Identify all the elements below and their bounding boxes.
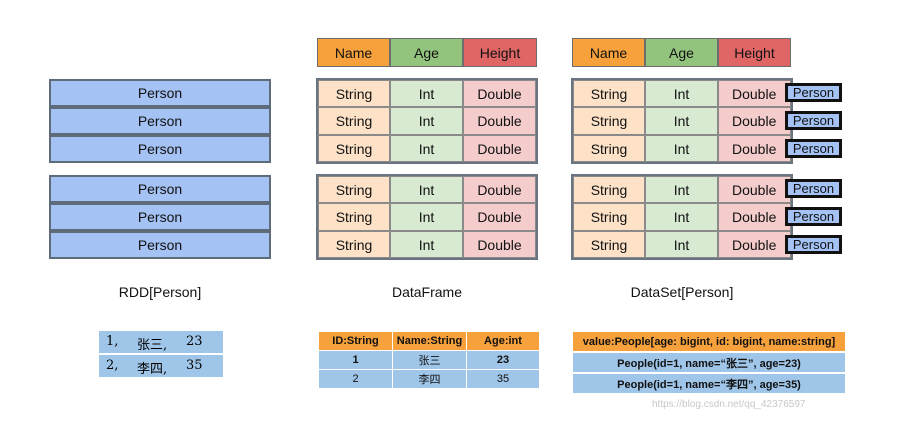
cell-double: Double bbox=[718, 231, 791, 258]
cell-string: String bbox=[573, 107, 645, 135]
table-cell: 1 bbox=[319, 351, 392, 369]
cell-int: Int bbox=[645, 203, 718, 231]
rdd-row-person: Person bbox=[49, 231, 271, 259]
table-cell: 李四 bbox=[393, 370, 466, 388]
cell-double: Double bbox=[463, 135, 536, 162]
person-tag: Person bbox=[785, 235, 842, 254]
table-cell: 2 bbox=[319, 370, 392, 388]
rdd-sample-age: 23 bbox=[186, 334, 203, 349]
rdd-sample-name: 张三, bbox=[137, 338, 168, 353]
rdd-row-person: Person bbox=[49, 175, 271, 203]
cell-string: String bbox=[573, 135, 645, 162]
cell-string: String bbox=[318, 107, 390, 135]
cell-string: String bbox=[573, 176, 645, 203]
cell-string: String bbox=[318, 176, 390, 203]
header-name: Name bbox=[317, 38, 390, 67]
rdd-sample-num: 1, bbox=[106, 334, 119, 349]
rdd-sample-age: 35 bbox=[186, 358, 203, 373]
cell-int: Int bbox=[390, 135, 463, 162]
person-tag: Person bbox=[785, 83, 842, 102]
cell-string: String bbox=[318, 231, 390, 258]
table-row: People(id=1, name=“张三”, age=23) bbox=[573, 353, 845, 372]
header-height: Height bbox=[463, 38, 537, 67]
cell-double: Double bbox=[463, 107, 536, 135]
table-cell: 35 bbox=[467, 370, 539, 388]
cell-int: Int bbox=[390, 203, 463, 231]
dataframe-group-2 bbox=[316, 174, 538, 260]
table-header: value:People[age: bigint, id: bigint, na… bbox=[573, 332, 845, 351]
cell-int: Int bbox=[645, 135, 718, 162]
header-height: Height bbox=[718, 38, 791, 67]
dataframe-caption: DataFrame bbox=[391, 284, 463, 300]
cell-string: String bbox=[573, 203, 645, 231]
cell-double: Double bbox=[718, 107, 791, 135]
rdd-row-person: Person bbox=[49, 135, 271, 163]
cell-int: Int bbox=[390, 176, 463, 203]
rdd-row-person: Person bbox=[49, 203, 271, 231]
table-header: Age:int bbox=[467, 332, 539, 350]
cell-int: Int bbox=[645, 176, 718, 203]
table-header: Name:String bbox=[393, 332, 466, 350]
person-tag: Person bbox=[785, 111, 842, 130]
rdd-sample-num: 2, bbox=[106, 358, 119, 373]
cell-double: Double bbox=[718, 203, 791, 231]
cell-double: Double bbox=[718, 80, 791, 107]
cell-int: Int bbox=[390, 80, 463, 107]
cell-string: String bbox=[573, 80, 645, 107]
cell-int: Int bbox=[645, 231, 718, 258]
cell-double: Double bbox=[463, 231, 536, 258]
header-age: Age bbox=[390, 38, 463, 67]
person-tag: Person bbox=[785, 179, 842, 198]
cell-int: Int bbox=[390, 107, 463, 135]
cell-string: String bbox=[573, 231, 645, 258]
table-cell: 23 bbox=[467, 351, 539, 369]
header-name: Name bbox=[572, 38, 645, 67]
table-row: People(id=1, name=“李四”, age=35) bbox=[573, 374, 845, 393]
cell-int: Int bbox=[645, 107, 718, 135]
cell-string: String bbox=[318, 203, 390, 231]
person-tag: Person bbox=[785, 207, 842, 226]
watermark: https://blog.csdn.net/qq_42376597 bbox=[652, 399, 806, 410]
cell-double: Double bbox=[463, 203, 536, 231]
cell-string: String bbox=[318, 135, 390, 162]
rdd-sample-name: 李四, bbox=[137, 362, 168, 377]
cell-double: Double bbox=[463, 80, 536, 107]
cell-double: Double bbox=[463, 176, 536, 203]
rdd-row-person: Person bbox=[49, 79, 271, 107]
table-header: ID:String bbox=[319, 332, 392, 350]
rdd-caption: RDD[Person] bbox=[118, 284, 202, 300]
header-age: Age bbox=[645, 38, 718, 67]
cell-int: Int bbox=[645, 80, 718, 107]
cell-double: Double bbox=[718, 135, 791, 162]
person-tag: Person bbox=[785, 139, 842, 158]
rdd-row-person: Person bbox=[49, 107, 271, 135]
cell-string: String bbox=[318, 80, 390, 107]
dataset-caption: DataSet[Person] bbox=[630, 284, 734, 300]
dataframe-group-1 bbox=[316, 78, 538, 164]
cell-int: Int bbox=[390, 231, 463, 258]
table-cell: 张三 bbox=[393, 351, 466, 369]
cell-double: Double bbox=[718, 176, 791, 203]
